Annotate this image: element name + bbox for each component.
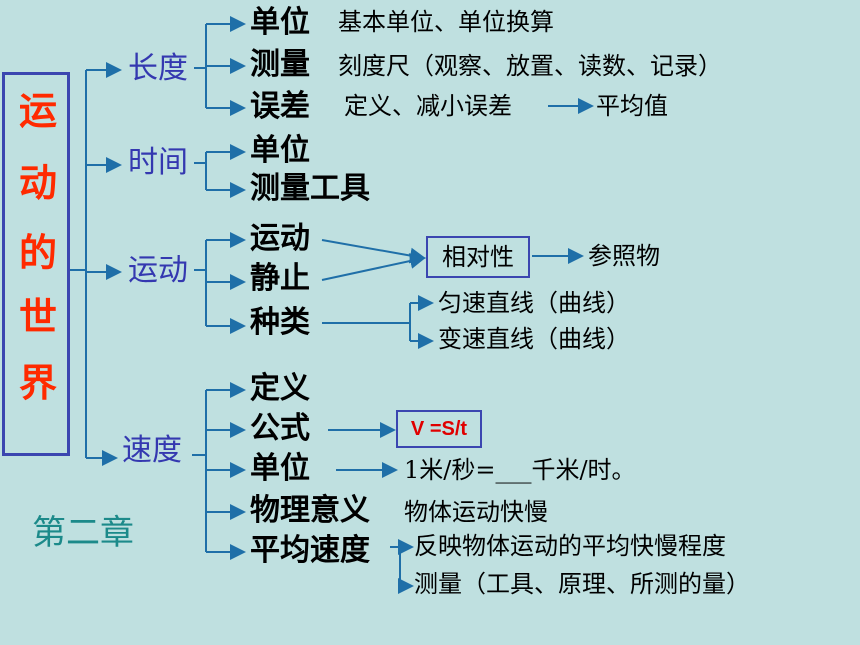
length-unit: 单位 bbox=[250, 5, 310, 40]
time-tool: 测量工具 bbox=[250, 171, 370, 206]
length-error: 误差 bbox=[250, 89, 310, 124]
branch-time: 时间 bbox=[128, 145, 188, 180]
speed-average-meaning: 反映物体运动的平均快慢程度 bbox=[414, 532, 726, 560]
speed-unit-value: 1米/秒=___千米/时。 bbox=[404, 456, 636, 484]
formula-box: V =S/t bbox=[396, 410, 482, 448]
length-unit-desc: 基本单位、单位换算 bbox=[338, 8, 554, 36]
branch-length: 长度 bbox=[128, 51, 188, 86]
speed-meaning-value: 物体运动快慢 bbox=[404, 498, 548, 526]
speed-formula: 公式 bbox=[250, 411, 310, 446]
motion-kind: 种类 bbox=[250, 305, 310, 340]
root-char: 动 bbox=[18, 161, 57, 205]
length-measure: 测量 bbox=[250, 47, 310, 82]
root-char: 界 bbox=[18, 361, 57, 405]
reference-object: 参照物 bbox=[588, 242, 660, 270]
relativity-label: 相对性 bbox=[442, 243, 514, 271]
time-unit: 单位 bbox=[250, 133, 310, 168]
motion-rest: 静止 bbox=[250, 261, 310, 296]
root-char: 世 bbox=[18, 295, 57, 339]
length-error-result: 平均值 bbox=[596, 92, 668, 120]
motion-kind-variable: 变速直线（曲线） bbox=[438, 325, 630, 353]
branch-speed: 速度 bbox=[122, 433, 182, 468]
speed-average: 平均速度 bbox=[250, 533, 370, 568]
length-measure-desc: 刻度尺（观察、放置、读数、记录） bbox=[338, 52, 722, 80]
speed-average-measure: 测量（工具、原理、所测的量） bbox=[414, 570, 750, 598]
root-char: 运 bbox=[18, 89, 57, 133]
length-error-desc: 定义、减小误差 bbox=[344, 92, 512, 120]
relativity-box: 相对性 bbox=[426, 236, 530, 278]
root-box bbox=[2, 72, 70, 456]
motion-move: 运动 bbox=[250, 221, 310, 256]
speed-meaning: 物理意义 bbox=[250, 493, 370, 528]
motion-kind-uniform: 匀速直线（曲线） bbox=[438, 289, 630, 317]
formula-value: V =S/t bbox=[410, 417, 468, 440]
speed-unit: 单位 bbox=[250, 451, 310, 486]
speed-definition: 定义 bbox=[250, 371, 310, 406]
chapter-label: 第二章 bbox=[32, 513, 134, 553]
branch-motion: 运动 bbox=[128, 253, 188, 288]
root-char: 的 bbox=[18, 231, 57, 275]
